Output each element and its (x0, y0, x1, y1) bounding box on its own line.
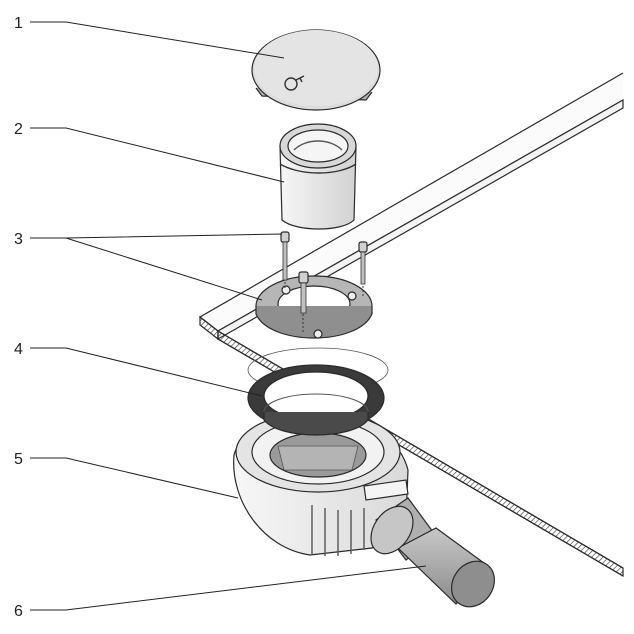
cover-plate (251, 29, 381, 111)
callout-1: 1 (14, 15, 23, 32)
screw-right (358, 241, 368, 296)
screw-left (280, 231, 290, 290)
callout-3: 3 (14, 231, 23, 248)
drain-body (233, 411, 409, 556)
callout-4: 4 (14, 341, 23, 358)
leader-lines (30, 21, 427, 611)
key-icon (284, 75, 305, 91)
callout-5: 5 (14, 451, 23, 468)
screw-front (298, 271, 309, 332)
odour-trap-cup (279, 123, 357, 230)
sealing-ring (247, 364, 385, 436)
callout-2: 2 (14, 121, 23, 138)
clamping-flange (255, 275, 373, 339)
callout-6: 6 (14, 603, 23, 620)
callout-labels: 1 2 3 4 5 6 (14, 15, 23, 620)
outlet-pipe (370, 497, 495, 608)
